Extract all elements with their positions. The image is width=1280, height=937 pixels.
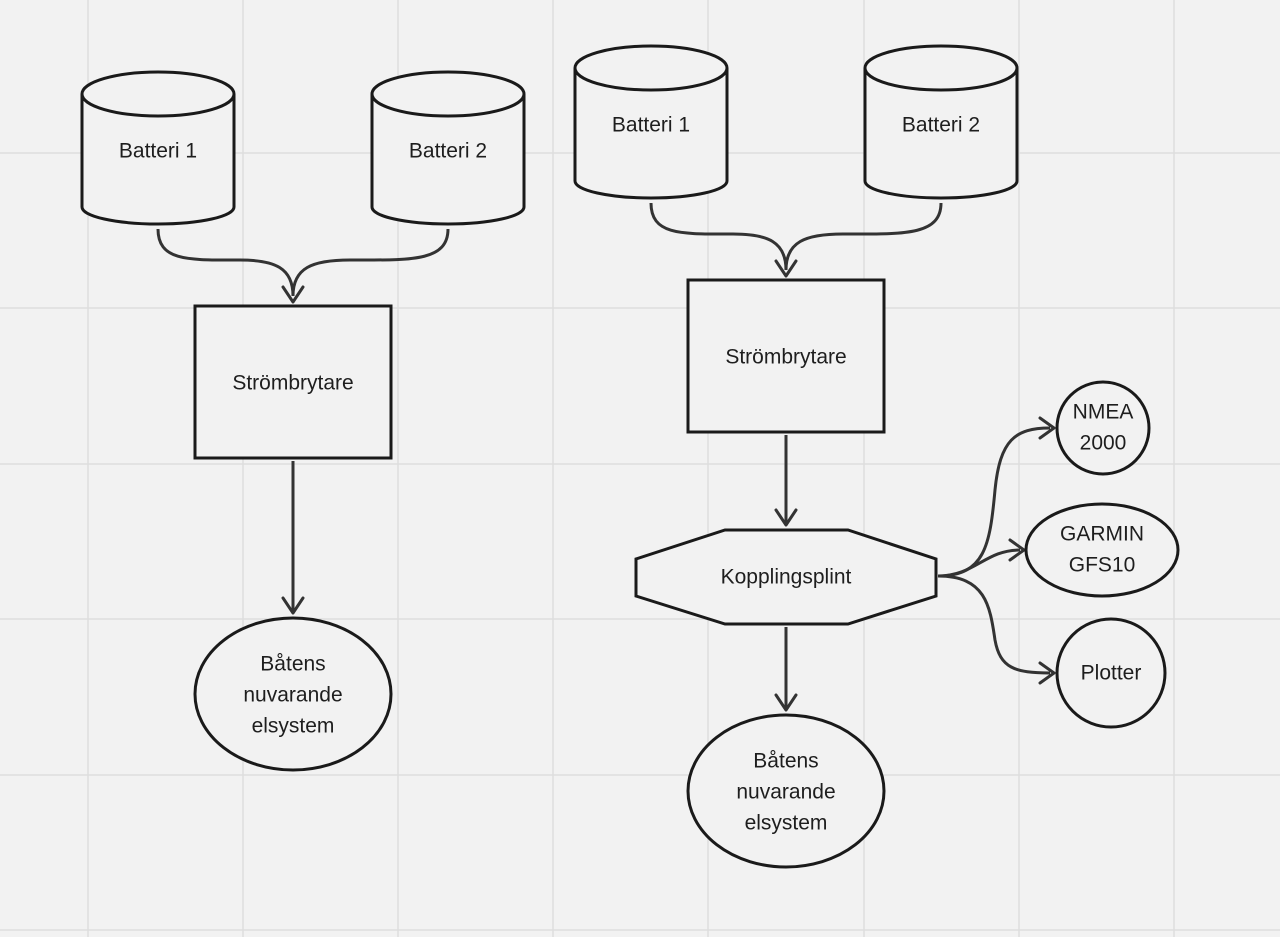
- garmin-label-line-2: GFS10: [1069, 554, 1136, 577]
- system-label-line-2: nuvarande: [243, 684, 342, 707]
- connector-terminal-to-garmin: [937, 548, 1021, 578]
- arrowhead-to-switch: [281, 285, 305, 304]
- battery-2-cylinder: Batteri 2: [863, 44, 1019, 200]
- plotter-label: Plotter: [1081, 662, 1142, 685]
- system-ellipse: Båtens nuvarande elsystem: [193, 616, 393, 772]
- connector-terminal-to-plotter: [937, 574, 1051, 675]
- system-label-line-1: Båtens: [260, 653, 325, 676]
- terminal-block-octagon: Kopplingsplint: [634, 528, 938, 626]
- battery-1-cylinder: Batteri 1: [80, 70, 236, 226]
- arrowhead-to-garmin: [1008, 538, 1026, 562]
- battery-1-label: Batteri 1: [119, 140, 197, 163]
- connector-battery2-to-switch: [784, 202, 943, 271]
- arrowhead-to-switch: [774, 259, 798, 278]
- battery-2-cylinder: Batteri 2: [370, 70, 526, 226]
- battery-1-label: Batteri 1: [612, 114, 690, 137]
- arrowhead-to-system: [774, 693, 798, 712]
- arrowhead-to-nmea: [1038, 416, 1056, 440]
- nmea-label-line-1: NMEA: [1073, 401, 1134, 424]
- left-diagram: Batteri 1 Batteri 2 Strömbrytare Båtens …: [80, 70, 526, 772]
- system-label-line-3: elsystem: [745, 812, 828, 835]
- garmin-label-line-1: GARMIN: [1060, 523, 1144, 546]
- switch-box: Strömbrytare: [193, 304, 393, 460]
- plotter-circle: Plotter: [1055, 617, 1167, 729]
- arrowhead-to-plotter: [1038, 661, 1056, 685]
- switch-label: Strömbrytare: [725, 346, 846, 369]
- battery-2-label: Batteri 2: [902, 114, 980, 137]
- system-label-line-1: Båtens: [753, 750, 818, 773]
- arrowhead-to-system: [281, 596, 305, 615]
- switch-box: Strömbrytare: [686, 278, 886, 434]
- battery-1-cylinder: Batteri 1: [573, 44, 729, 200]
- nmea-2000-circle: NMEA 2000: [1055, 380, 1151, 476]
- connector-battery1-to-switch: [156, 228, 295, 297]
- garmin-gfs10-ellipse: GARMIN GFS10: [1024, 502, 1180, 598]
- connector-battery2-to-switch: [291, 228, 450, 297]
- nmea-label-line-2: 2000: [1080, 432, 1127, 455]
- system-label-line-3: elsystem: [252, 715, 335, 738]
- right-diagram: Batteri 1 Batteri 2 Strömbrytare Kopplin…: [573, 44, 1180, 869]
- switch-label: Strömbrytare: [232, 372, 353, 395]
- system-label-line-2: nuvarande: [736, 781, 835, 804]
- terminal-block-label: Kopplingsplint: [721, 566, 852, 589]
- arrowhead-to-terminal: [774, 508, 798, 527]
- battery-2-label: Batteri 2: [409, 140, 487, 163]
- connector-battery1-to-switch: [649, 202, 788, 271]
- system-ellipse: Båtens nuvarande elsystem: [686, 713, 886, 869]
